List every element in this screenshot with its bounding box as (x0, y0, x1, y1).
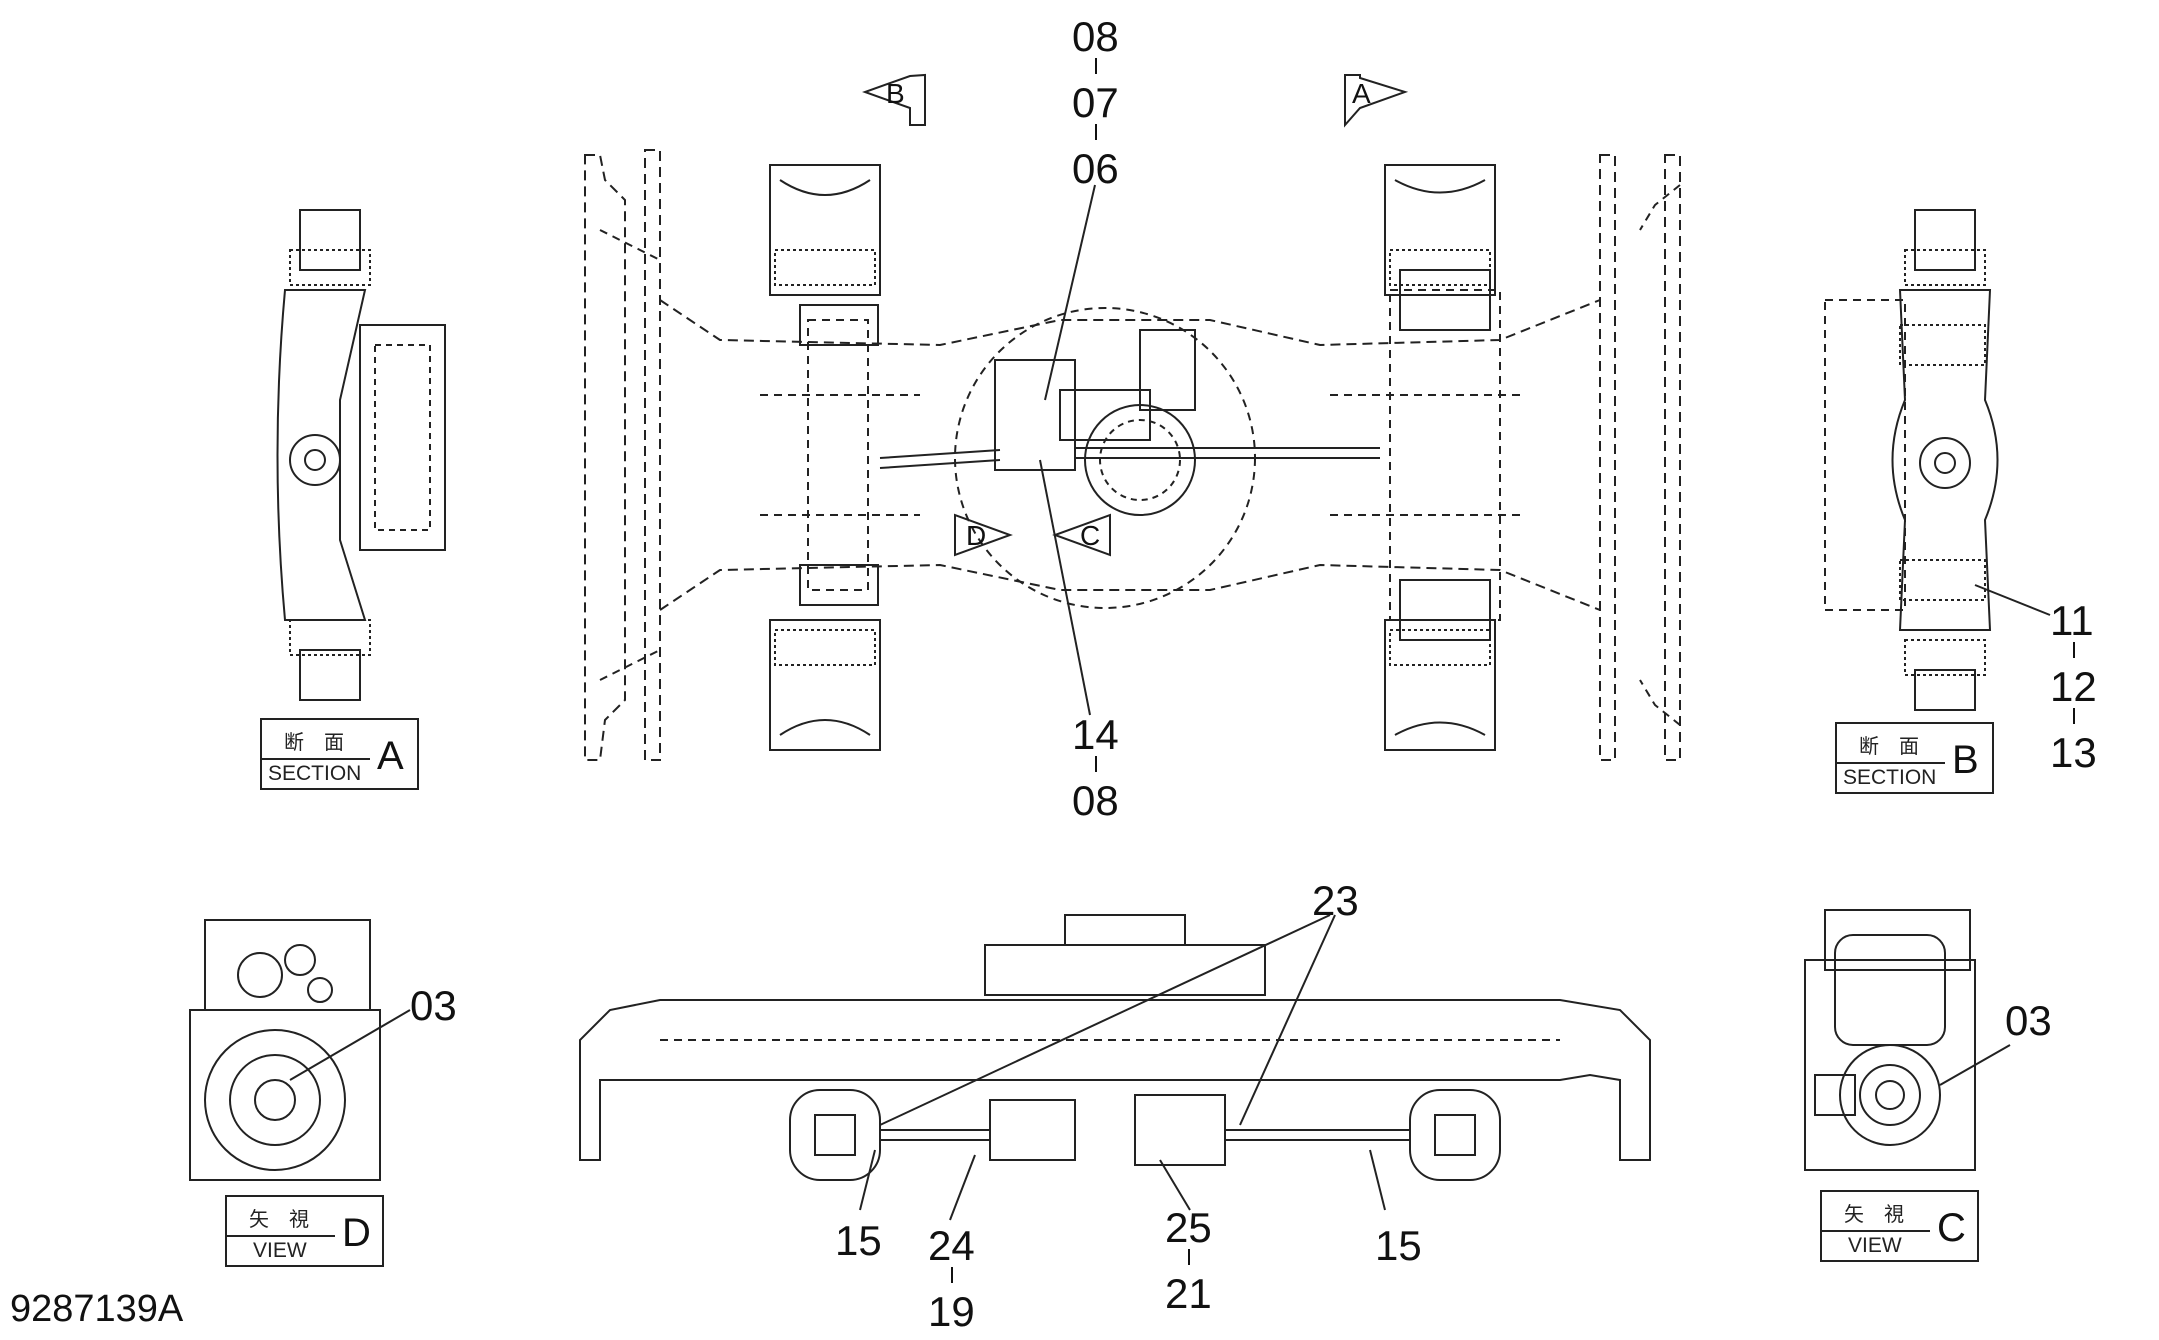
callout-15-right: 15 (1375, 1222, 1422, 1269)
callout-08-top: 08 (1072, 13, 1119, 60)
view-c-tag: 矢 視 VIEW C (1820, 1190, 1979, 1262)
frame-side-view (579, 914, 1651, 1221)
callout-19: 19 (928, 1288, 975, 1335)
callout-connector (1188, 1249, 1190, 1265)
callout-21: 21 (1165, 1270, 1212, 1317)
callout-15-left: 15 (835, 1217, 882, 1264)
section-arrow-b-label: B (886, 78, 905, 109)
view-c-en: VIEW (1848, 1234, 1902, 1257)
callout-03-view-c: 03 (2005, 997, 2052, 1044)
view-d-letter: D (342, 1211, 371, 1255)
callout-11: 11 (2050, 597, 2094, 644)
callout-connector (1095, 124, 1097, 140)
section-b-tag: 断 面 SECTION B (1835, 722, 1994, 794)
callout-07: 07 (1072, 79, 1119, 126)
callout-03-view-d: 03 (410, 982, 457, 1029)
section-b-view (1824, 209, 2051, 711)
callout-connector (2073, 708, 2075, 724)
callout-connector (2073, 642, 2075, 658)
section-a-en: SECTION (268, 762, 362, 785)
callout-25: 25 (1165, 1204, 1212, 1251)
section-a-tag: 断 面 SECTION A (260, 718, 419, 790)
callout-connector (1095, 58, 1097, 74)
callout-connector (951, 1267, 953, 1283)
section-b-jp: 断 面 (1859, 734, 1919, 758)
view-arrow-c-label: C (1080, 520, 1101, 551)
callout-24: 24 (928, 1222, 975, 1269)
view-d-transmission (189, 919, 411, 1181)
callout-06: 06 (1072, 145, 1119, 192)
section-b-en: SECTION (1843, 766, 1937, 789)
callout-14: 14 (1072, 711, 1119, 758)
section-arrow-a-label: A (1352, 78, 1371, 109)
callout-23: 23 (1312, 877, 1359, 924)
section-a-letter: A (377, 734, 404, 778)
view-d-tag: 矢 視 VIEW D (225, 1195, 384, 1267)
tag-divider (262, 758, 370, 760)
callout-12: 12 (2050, 663, 2097, 710)
tag-divider (1837, 762, 1945, 764)
view-d-en: VIEW (253, 1239, 307, 1262)
callout-connector (1095, 756, 1097, 772)
callout-08-bottom: 08 (1072, 777, 1119, 824)
view-c-letter: C (1937, 1206, 1966, 1250)
section-a-jp: 断 面 (284, 730, 344, 754)
section-b-letter: B (1952, 738, 1979, 782)
section-a-view (276, 209, 446, 701)
drawing-number: 9287139A (10, 1288, 184, 1330)
tag-divider (227, 1235, 335, 1237)
frame-top-view (584, 73, 1681, 761)
view-c-jp: 矢 視 (1844, 1202, 1904, 1226)
view-arrow-d-label: D (966, 520, 987, 551)
tag-divider (1822, 1230, 1930, 1232)
view-d-jp: 矢 視 (249, 1207, 309, 1231)
view-c-transmission (1804, 909, 2011, 1171)
callout-13: 13 (2050, 729, 2097, 776)
